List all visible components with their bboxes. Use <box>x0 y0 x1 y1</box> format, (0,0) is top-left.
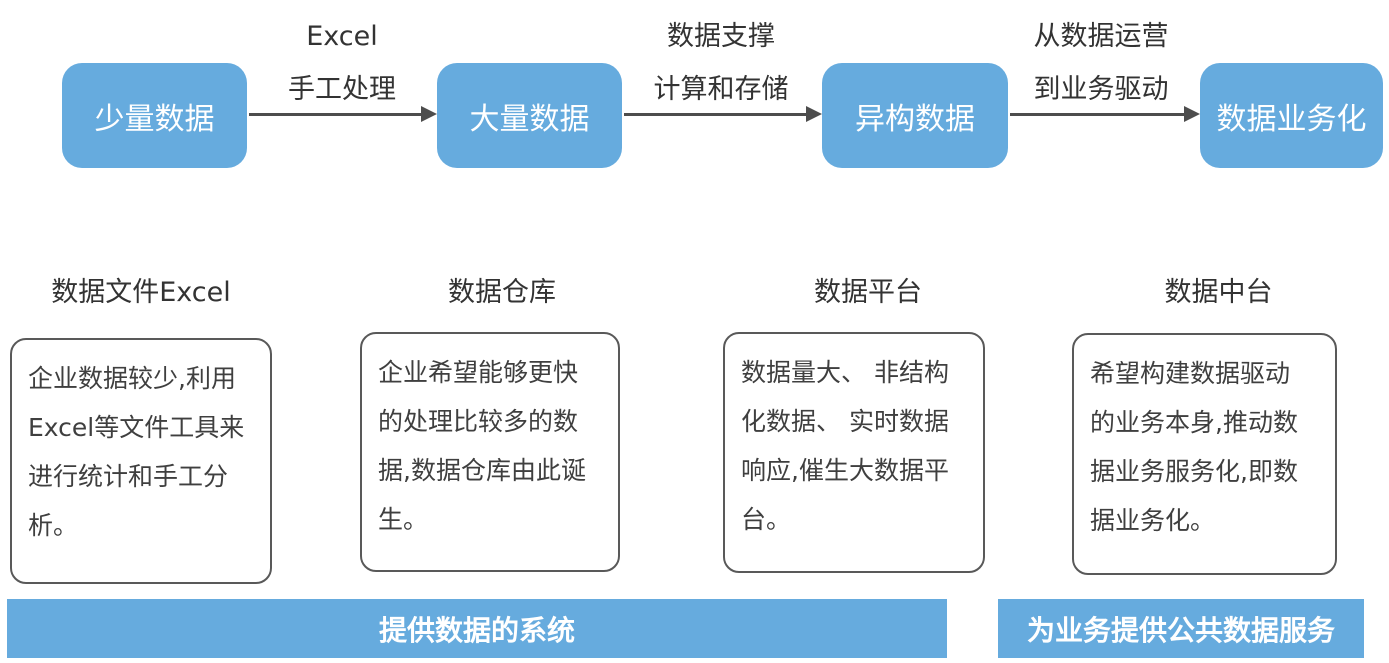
arrow-label-data-support: 数据支撑 计算和存储 <box>581 10 861 116</box>
flow-node-data-businessization: 数据业务化 <box>1200 63 1383 168</box>
stage-card-description: 数据量大、 非结构 化数据、 实时数据 响应,催生大数据平 台。 <box>741 358 949 534</box>
stage-card-description: 企业希望能够更快 的处理比较多的数 据,数据仓库由此诞 生。 <box>378 358 586 534</box>
flow-node-big-data: 大量数据 <box>437 63 622 168</box>
arrow-label-line1: 从数据运营 <box>1033 21 1169 52</box>
arrow-label-line2: 计算和存储 <box>653 74 789 105</box>
stage-card-description: 希望构建数据驱动 的业务本身,推动数 据业务服务化,即数 据业务化。 <box>1090 359 1298 535</box>
stage-title-data-middle-platform: 数据中台 <box>1164 277 1273 308</box>
footer-band-data-providing-systems: 提供数据的系统 <box>7 599 947 658</box>
right-arrow-icon <box>1010 106 1200 122</box>
arrow-label-line1: 数据支撑 <box>667 21 775 52</box>
stage-title-data-warehouse: 数据仓库 <box>448 277 556 308</box>
arrow-label-ops-to-business: 从数据运营 到业务驱动 <box>961 10 1241 116</box>
flow-node-small-data: 少量数据 <box>62 63 247 168</box>
arrow-label-excel-manual: Excel 手工处理 <box>202 10 482 116</box>
stage-card-description: 企业数据较少,利用 Excel等文件工具来 进行统计和手工分 析。 <box>28 364 245 540</box>
arrow-label-line2: 到业务驱动 <box>1033 74 1169 105</box>
right-arrow-icon <box>624 106 822 122</box>
stage-card-data-warehouse: 企业希望能够更快 的处理比较多的数 据,数据仓库由此诞 生。 <box>360 332 620 572</box>
arrow-label-line1: Excel <box>306 21 378 52</box>
right-arrow-icon <box>249 106 437 122</box>
arrow-label-line2: 手工处理 <box>288 74 396 105</box>
stage-title-data-file-excel: 数据文件Excel <box>51 277 231 308</box>
stage-title-data-platform: 数据平台 <box>814 277 922 308</box>
footer-band-public-data-services: 为业务提供公共数据服务 <box>998 599 1364 658</box>
stage-card-data-file-excel: 企业数据较少,利用 Excel等文件工具来 进行统计和手工分 析。 <box>10 338 272 584</box>
stage-card-data-middle-platform: 希望构建数据驱动 的业务本身,推动数 据业务服务化,即数 据业务化。 <box>1072 333 1337 575</box>
flow-node-heterogeneous-data: 异构数据 <box>822 63 1008 168</box>
stage-card-data-platform: 数据量大、 非结构 化数据、 实时数据 响应,催生大数据平 台。 <box>723 332 985 573</box>
